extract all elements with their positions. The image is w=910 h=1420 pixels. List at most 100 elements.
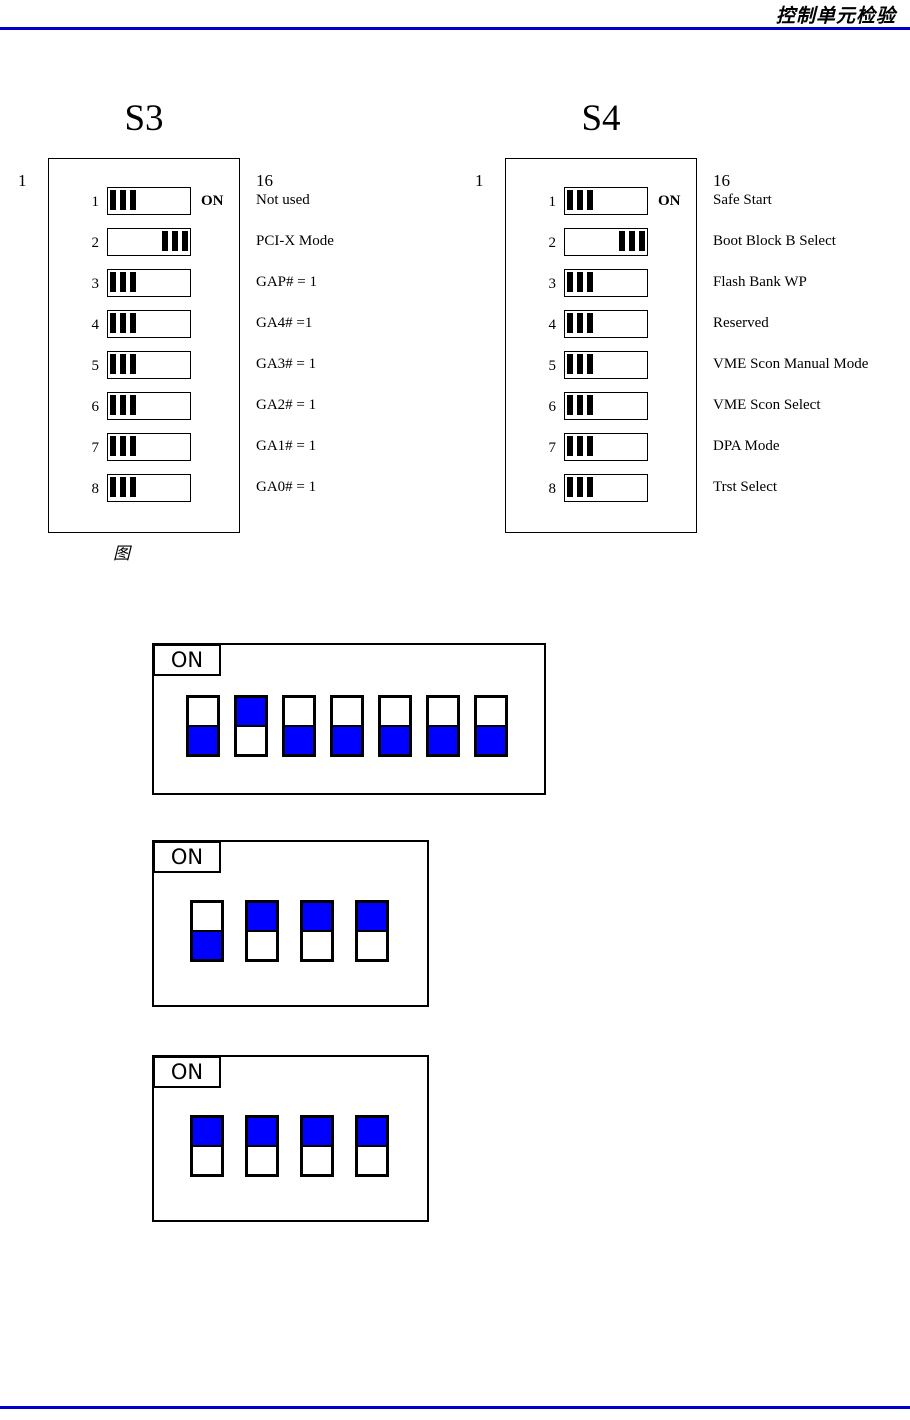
- dip-switch-top-half: [303, 1118, 331, 1147]
- switch-lever-s4-5[interactable]: [564, 351, 648, 379]
- switch-lever-s3-7[interactable]: [107, 433, 191, 461]
- switch-bank-title: S4: [581, 98, 621, 139]
- dip-switch-1-2[interactable]: [234, 695, 268, 757]
- dip-switch-bottom-half: [333, 727, 361, 754]
- switch-lever-s3-3[interactable]: [107, 269, 191, 297]
- dip-switch-bottom-half: [237, 727, 265, 754]
- switch-lever-s4-6[interactable]: [564, 392, 648, 420]
- dip-switch-2-2[interactable]: [245, 900, 279, 962]
- dip-switch-1-5[interactable]: [378, 695, 412, 757]
- dip-on-label: ON: [153, 644, 221, 676]
- dip-switch-2-3[interactable]: [300, 900, 334, 962]
- dip-switch-top-half: [358, 903, 386, 932]
- on-label: ON: [201, 193, 224, 209]
- dip-switch-top-half: [303, 903, 331, 932]
- dip-switch-top-half: [381, 698, 409, 727]
- switch-lever-s4-8[interactable]: [564, 474, 648, 502]
- switch-number: 5: [548, 358, 557, 374]
- pin-1-marker: 1: [475, 171, 484, 190]
- switch-number: 7: [548, 440, 557, 456]
- switch-lever-s3-4[interactable]: [107, 310, 191, 338]
- dip-switch-top-half: [248, 903, 276, 932]
- switch-function-label: GAP# = 1: [256, 274, 317, 290]
- dip-switch-bottom-half: [477, 727, 505, 754]
- switch-row: 6: [49, 392, 239, 428]
- switch-function-label: GA4# =1: [256, 315, 313, 331]
- switch-lever-s4-2[interactable]: [564, 228, 648, 256]
- dip-switch-3-1[interactable]: [190, 1115, 224, 1177]
- figure-caption: 图: [113, 544, 130, 563]
- switch-lever-s3-1[interactable]: [107, 187, 191, 215]
- dip-switch-bottom-half: [358, 932, 386, 959]
- dip-switch-top-half: [358, 1118, 386, 1147]
- dip-switch-bottom-half: [429, 727, 457, 754]
- dip-switch-block-2: ON: [152, 840, 429, 1007]
- switch-lever-s3-5[interactable]: [107, 351, 191, 379]
- dip-switch-block-3: ON: [152, 1055, 429, 1222]
- dip-switch-1-1[interactable]: [186, 695, 220, 757]
- footer-rule: [0, 1406, 910, 1409]
- dip-switch-3-4[interactable]: [355, 1115, 389, 1177]
- pin-16-marker: 16: [256, 171, 273, 190]
- dip-switch-top-half: [193, 1118, 221, 1147]
- dip-switch-bottom-half: [285, 727, 313, 754]
- switch-lever-s3-8[interactable]: [107, 474, 191, 502]
- switch-slider-icon: [567, 190, 593, 210]
- dip-on-label: ON: [153, 1056, 221, 1088]
- switch-slider-icon: [567, 477, 593, 497]
- switch-number: 6: [91, 399, 100, 415]
- switch-row: 8: [49, 474, 239, 510]
- switch-lever-s4-3[interactable]: [564, 269, 648, 297]
- dip-switch-2-1[interactable]: [190, 900, 224, 962]
- switch-row: 8: [506, 474, 696, 510]
- switch-function-label: Boot Block B Select: [713, 233, 836, 249]
- switch-row: 4: [49, 310, 239, 346]
- switch-function-label: DPA Mode: [713, 438, 780, 454]
- switch-number: 2: [548, 235, 557, 251]
- switch-lever-s4-4[interactable]: [564, 310, 648, 338]
- switch-function-label: GA2# = 1: [256, 397, 317, 413]
- switch-slider-icon: [619, 231, 645, 251]
- switch-function-label: VME Scon Manual Mode: [713, 356, 869, 372]
- pin-16-marker: 16: [713, 171, 730, 190]
- dip-switch-3-2[interactable]: [245, 1115, 279, 1177]
- switch-row: 3: [49, 269, 239, 305]
- switch-number: 4: [548, 317, 557, 333]
- switch-slider-icon: [567, 272, 593, 292]
- dip-switch-3-3[interactable]: [300, 1115, 334, 1177]
- dip-switch-1-3[interactable]: [282, 695, 316, 757]
- dip-switch-top-half: [333, 698, 361, 727]
- switch-row: 7: [49, 433, 239, 469]
- dip-switch-1-6[interactable]: [426, 695, 460, 757]
- dip-switch-top-half: [477, 698, 505, 727]
- dip-on-label: ON: [153, 841, 221, 873]
- on-label: ON: [658, 193, 681, 209]
- switch-function-label: Flash Bank WP: [713, 274, 807, 290]
- switch-slider-icon: [162, 231, 188, 251]
- switch-function-label: Trst Select: [713, 479, 778, 495]
- dip-switch-top-half: [193, 903, 221, 932]
- switch-lever-s3-6[interactable]: [107, 392, 191, 420]
- switch-slider-icon: [110, 395, 136, 415]
- switch-slider-icon: [110, 313, 136, 333]
- dip-switch-1-4[interactable]: [330, 695, 364, 757]
- switch-row: 2: [506, 228, 696, 264]
- switch-function-label: PCI-X Mode: [256, 233, 334, 249]
- switch-slider-icon: [110, 436, 136, 456]
- switch-slider-icon: [110, 477, 136, 497]
- switch-row: 6: [506, 392, 696, 428]
- dip-on-label-text: ON: [170, 1059, 204, 1084]
- switch-slider-icon: [110, 354, 136, 374]
- switch-lever-s3-2[interactable]: [107, 228, 191, 256]
- dip-switch-bottom-half: [189, 727, 217, 754]
- dip-switch-block-1: ON: [152, 643, 546, 795]
- switch-slider-icon: [567, 436, 593, 456]
- dip-switch-2-4[interactable]: [355, 900, 389, 962]
- dip-switch-top-half: [429, 698, 457, 727]
- dip-switch-1-7[interactable]: [474, 695, 508, 757]
- switch-lever-s4-7[interactable]: [564, 433, 648, 461]
- switch-lever-s4-1[interactable]: [564, 187, 648, 215]
